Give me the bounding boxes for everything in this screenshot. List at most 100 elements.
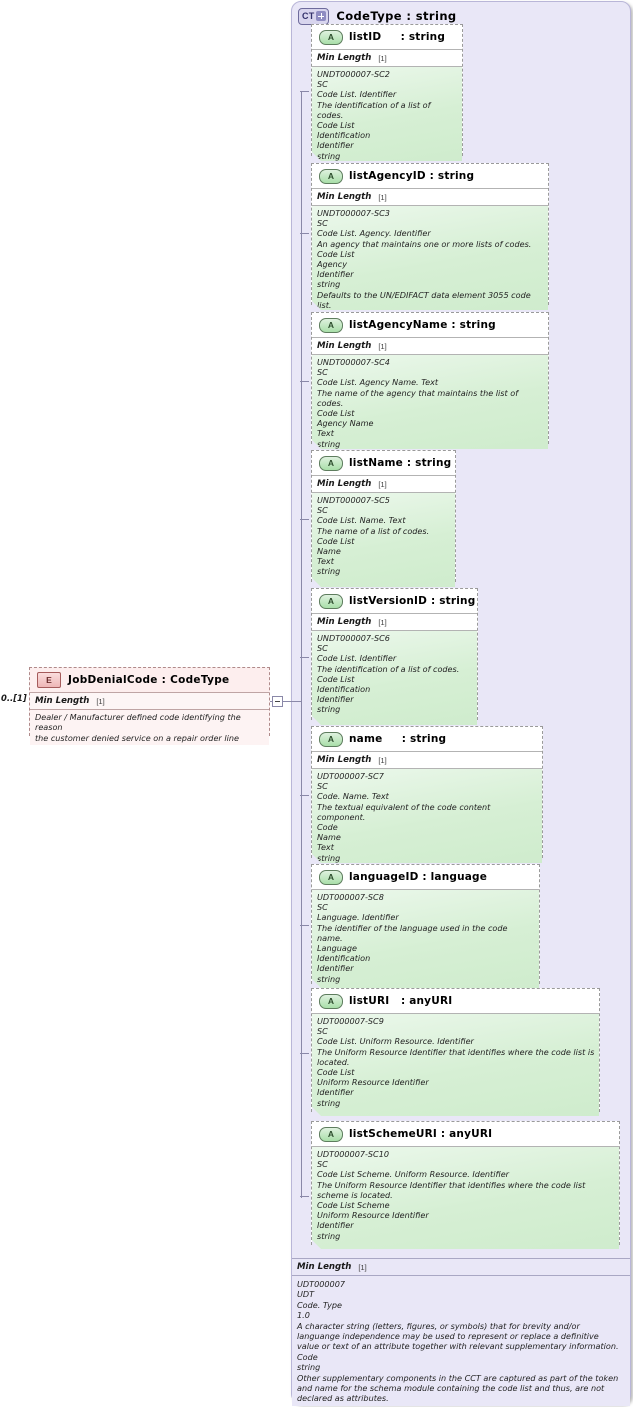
attribute-doc: UNDT000007-SC5 SC Code List. Name. Text … — [312, 493, 455, 587]
corner-cut — [312, 716, 321, 725]
attribute-box-listSchemeURI[interactable]: A listSchemeURI : anyURI UDT000007-SC10 … — [311, 1121, 620, 1249]
doc-line: Code List. Name. Text — [317, 515, 406, 526]
attribute-box-listURI[interactable]: A listURI : anyURI UDT000007-SC9 SC Code… — [311, 988, 600, 1116]
doc-line: string — [317, 566, 341, 577]
doc-line: UDT000007-SC10 — [317, 1149, 390, 1159]
facet-row: Min Length [1] — [312, 188, 548, 206]
doc-line: string — [317, 1097, 341, 1108]
doc-line: Defaults to the UN/EDIFACT data element … — [317, 289, 531, 310]
attribute-box-listAgencyName[interactable]: A listAgencyName : string Min Length [1]… — [311, 312, 549, 449]
facet-cardinality: [1] — [378, 192, 387, 202]
doc-line: A character string (letters, figures, or… — [297, 1320, 619, 1352]
doc-line: SC — [317, 367, 328, 378]
facet-name: Min Length — [35, 696, 90, 706]
cardinality-label: 0..[1] — [1, 693, 27, 703]
corner-cut — [312, 1107, 321, 1116]
attribute-name: listURI : anyURI — [349, 995, 453, 1007]
attribute-badge: A — [319, 869, 343, 885]
collapse-toggle[interactable] — [272, 696, 283, 707]
element-title: JobDenialCode : CodeType — [68, 674, 230, 686]
attribute-name: listName : string — [349, 457, 452, 469]
attribute-header: A listID : string — [312, 25, 462, 49]
doc-line: Identifier — [317, 1087, 354, 1098]
element-header: E JobDenialCode : CodeType — [30, 668, 269, 692]
attribute-header: A languageID : language — [312, 865, 539, 890]
doc-line: The identification of a list of codes. — [317, 663, 460, 674]
base-type-doc: UDT000007 UDT Code. Type 1.0 A character… — [292, 1276, 630, 1406]
corner-cut — [312, 440, 321, 449]
attribute-doc: UDT000007-SC10 SC Code List Scheme. Unif… — [312, 1147, 619, 1249]
attribute-box-languageID[interactable]: A languageID : language UDT000007-SC8 SC… — [311, 864, 540, 988]
attribute-doc: UDT000007-SC7 SC Code. Name. Text The te… — [312, 769, 542, 863]
doc-line: string — [317, 1230, 341, 1241]
attribute-header: A listVersionID : string — [312, 589, 477, 613]
doc-line: Code List — [317, 673, 355, 684]
doc-line: UDT000007-SC7 — [317, 771, 384, 781]
expand-plus-icon[interactable] — [316, 11, 327, 21]
doc-line: Identifier — [317, 963, 354, 974]
doc-line: Code List. Identifier — [317, 89, 397, 100]
doc-line: SC — [317, 781, 328, 792]
attribute-name: languageID : language — [349, 871, 488, 883]
doc-line: Language — [317, 943, 357, 954]
corner-cut — [312, 979, 321, 988]
doc-line: The Uniform Resource Identifier that ide… — [317, 1179, 586, 1200]
doc-line: 1.0 — [297, 1310, 310, 1321]
complex-type-header: CT CodeType : string — [298, 6, 457, 26]
doc-line: UNDT000007-SC3 — [317, 208, 390, 218]
attribute-badge: A — [319, 731, 343, 747]
facet-cardinality: [1] — [378, 617, 387, 627]
doc-line: string — [317, 704, 341, 715]
attribute-badge: A — [319, 317, 343, 333]
facet-name: Min Length — [317, 341, 372, 351]
attribute-name: listVersionID : string — [349, 595, 476, 607]
facet-name: Min Length — [317, 192, 372, 202]
facet-cardinality: [1] — [378, 341, 387, 351]
doc-line: Identification — [317, 130, 371, 141]
element-badge: E — [37, 672, 61, 688]
attribute-header: A listName : string — [312, 451, 455, 475]
doc-line: The Uniform Resource Identifier that ide… — [317, 1046, 595, 1067]
doc-line: string — [317, 438, 341, 449]
facet-cardinality: [1] — [378, 479, 387, 489]
attribute-header: A listAgencyName : string — [312, 313, 548, 337]
doc-line: Code List — [317, 120, 355, 131]
attribute-box-listAgencyID[interactable]: A listAgencyID : string Min Length [1] U… — [311, 163, 549, 310]
doc-line: Code List. Agency Name. Text — [317, 377, 439, 388]
facet-row: Min Length [1] — [312, 475, 455, 493]
doc-line: Uniform Resource Identifier — [317, 1210, 429, 1221]
facet-row: Min Length [1] — [30, 692, 269, 710]
doc-line: Code List. Agency. Identifier — [317, 228, 431, 239]
complex-type-title: CodeType : string — [336, 9, 457, 23]
attribute-name: listID : string — [349, 31, 446, 43]
doc-line: SC — [317, 505, 328, 516]
connector-stub — [300, 233, 309, 234]
doc-line: Name — [317, 546, 341, 557]
connector-stub — [300, 1196, 309, 1197]
attribute-name: listSchemeURI : anyURI — [349, 1128, 493, 1140]
doc-line: string — [317, 279, 341, 290]
attribute-header: A listAgencyID : string — [312, 164, 548, 188]
doc-line: Identification — [317, 953, 371, 964]
connector-stub — [300, 657, 309, 658]
doc-line: string — [317, 852, 341, 863]
doc-line: Identifier — [317, 694, 354, 705]
doc-line: Uniform Resource Identifier — [317, 1077, 429, 1088]
doc-line: Code List — [317, 535, 355, 546]
attribute-badge: A — [319, 168, 343, 184]
doc-line: Code. Name. Text — [317, 791, 389, 802]
attribute-box-listVersionID[interactable]: A listVersionID : string Min Length [1] … — [311, 588, 478, 725]
attribute-box-listName[interactable]: A listName : string Min Length [1] UNDT0… — [311, 450, 456, 587]
attribute-badge: A — [319, 593, 343, 609]
doc-line: Language. Identifier — [317, 912, 399, 923]
attribute-box-name[interactable]: A name : string Min Length [1] UDT000007… — [311, 726, 543, 863]
element-box-jobdenialcode[interactable]: E JobDenialCode : CodeType Min Length [1… — [29, 667, 270, 745]
attribute-name: listAgencyName : string — [349, 319, 496, 331]
doc-line: UDT000007-SC8 — [317, 892, 384, 902]
attribute-box-listID[interactable]: A listID : string Min Length [1] UNDT000… — [311, 24, 463, 161]
connector-stub — [300, 925, 309, 926]
facet-cardinality: [1] — [378, 755, 387, 765]
facet-cardinality: [1] — [96, 696, 105, 706]
attribute-header: A name : string — [312, 727, 542, 751]
doc-line: SC — [317, 643, 328, 654]
